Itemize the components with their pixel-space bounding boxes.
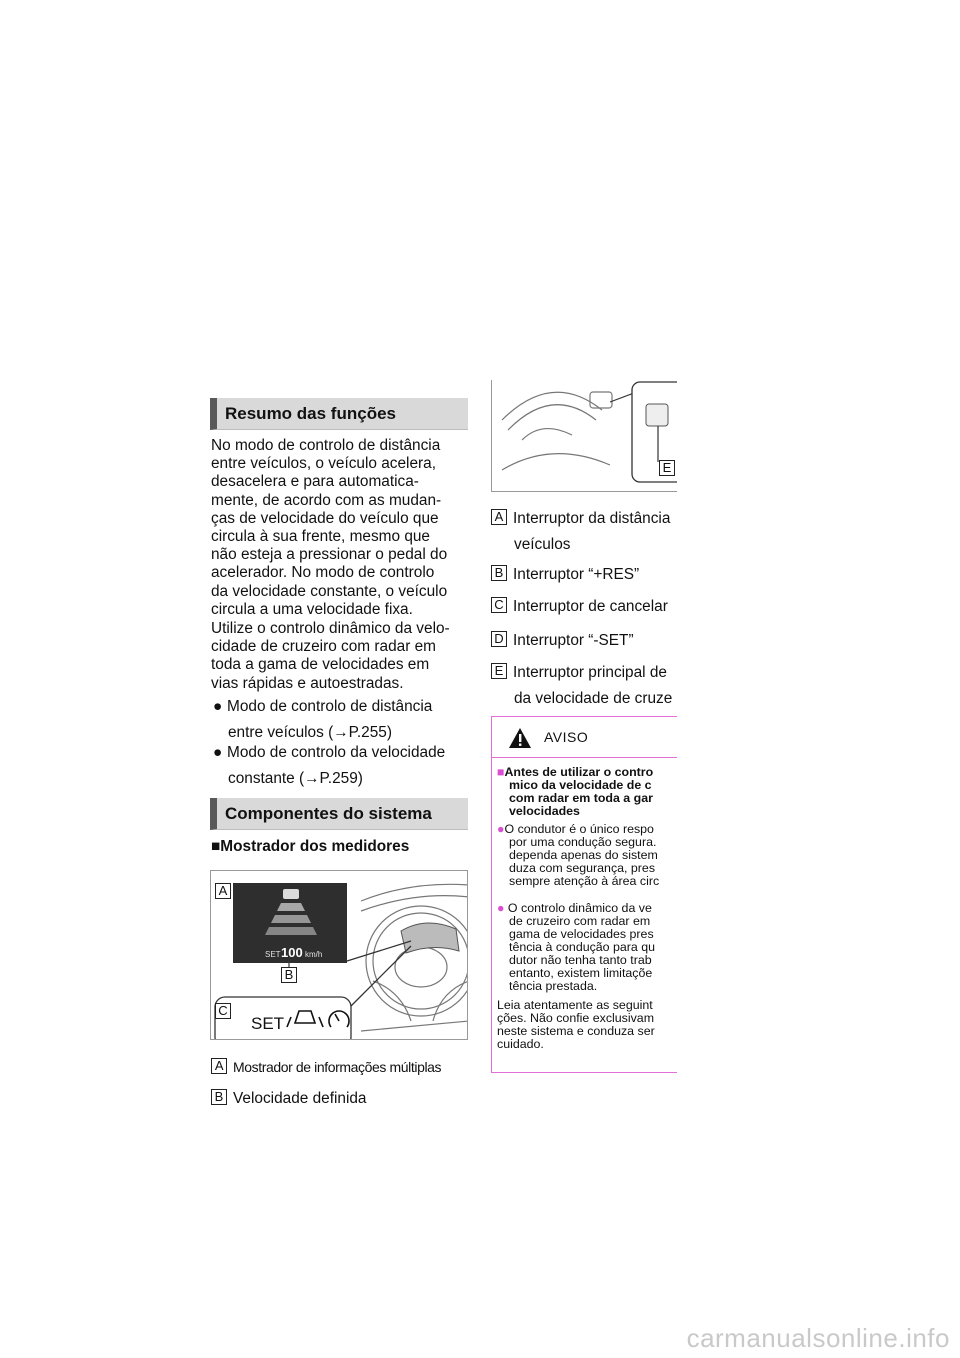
bullet-constant-mode: ●Modo de controlo da velocidade constant… — [213, 740, 445, 792]
warning-title: AVISO — [544, 729, 589, 745]
watermark: carmanualsonline.info — [686, 1323, 950, 1353]
section-header-resumo: Resumo das funções — [210, 398, 468, 430]
callout-e: E — [659, 460, 675, 476]
warning-bullet-1: ●O condutor é o único respo por uma cond… — [497, 822, 660, 888]
subheader-mostrador: ■Mostrador dos medidores — [211, 838, 410, 855]
steering-diagram — [501, 381, 677, 483]
speedometer-icon — [328, 1010, 350, 1028]
callout-c: C — [215, 1003, 231, 1019]
big-set-text: SET — [251, 1014, 284, 1033]
callout-a: A — [215, 883, 231, 899]
bullet-icon: ● — [213, 744, 223, 761]
warning-footer: Leia atentamente as seguint ções. Não co… — [497, 998, 655, 1051]
display-unit-text: km/h — [305, 950, 322, 959]
section-header-componentes: Componentes do sistema — [210, 798, 468, 830]
warning-body: ■Antes de utilizar o contro mico da velo… — [492, 758, 677, 1051]
warning-heading: ■Antes de utilizar o contro mico da velo… — [497, 765, 654, 818]
warning-header: AVISO — [492, 717, 677, 758]
cluster-illustration: SET 100 km/h SET A B C — [210, 870, 468, 1040]
usage-paragraph: Utilize o controlo dinâmico da velo- cid… — [211, 620, 450, 692]
steering-switch-illustration: E — [491, 380, 677, 492]
callout-b: B — [281, 967, 297, 983]
intro-paragraph: No modo de controlo de distância entre v… — [211, 437, 448, 618]
display-set-text: SET — [265, 950, 281, 959]
radar-car-icon — [286, 1010, 324, 1028]
cluster-diagram: SET 100 km/h SET — [214, 883, 467, 1039]
warning-bullet-2: ● O controlo dinâmico da ve de cruzeiro … — [497, 901, 656, 993]
bullet-distance-mode: ●Modo de controlo de distância entre veí… — [213, 694, 432, 746]
bullet-icon: ● — [213, 698, 223, 715]
warning-box: AVISO ■Antes de utilizar o contro mico d… — [491, 716, 677, 1073]
warning-triangle-icon — [509, 728, 531, 748]
display-speed-text: 100 — [281, 945, 303, 960]
